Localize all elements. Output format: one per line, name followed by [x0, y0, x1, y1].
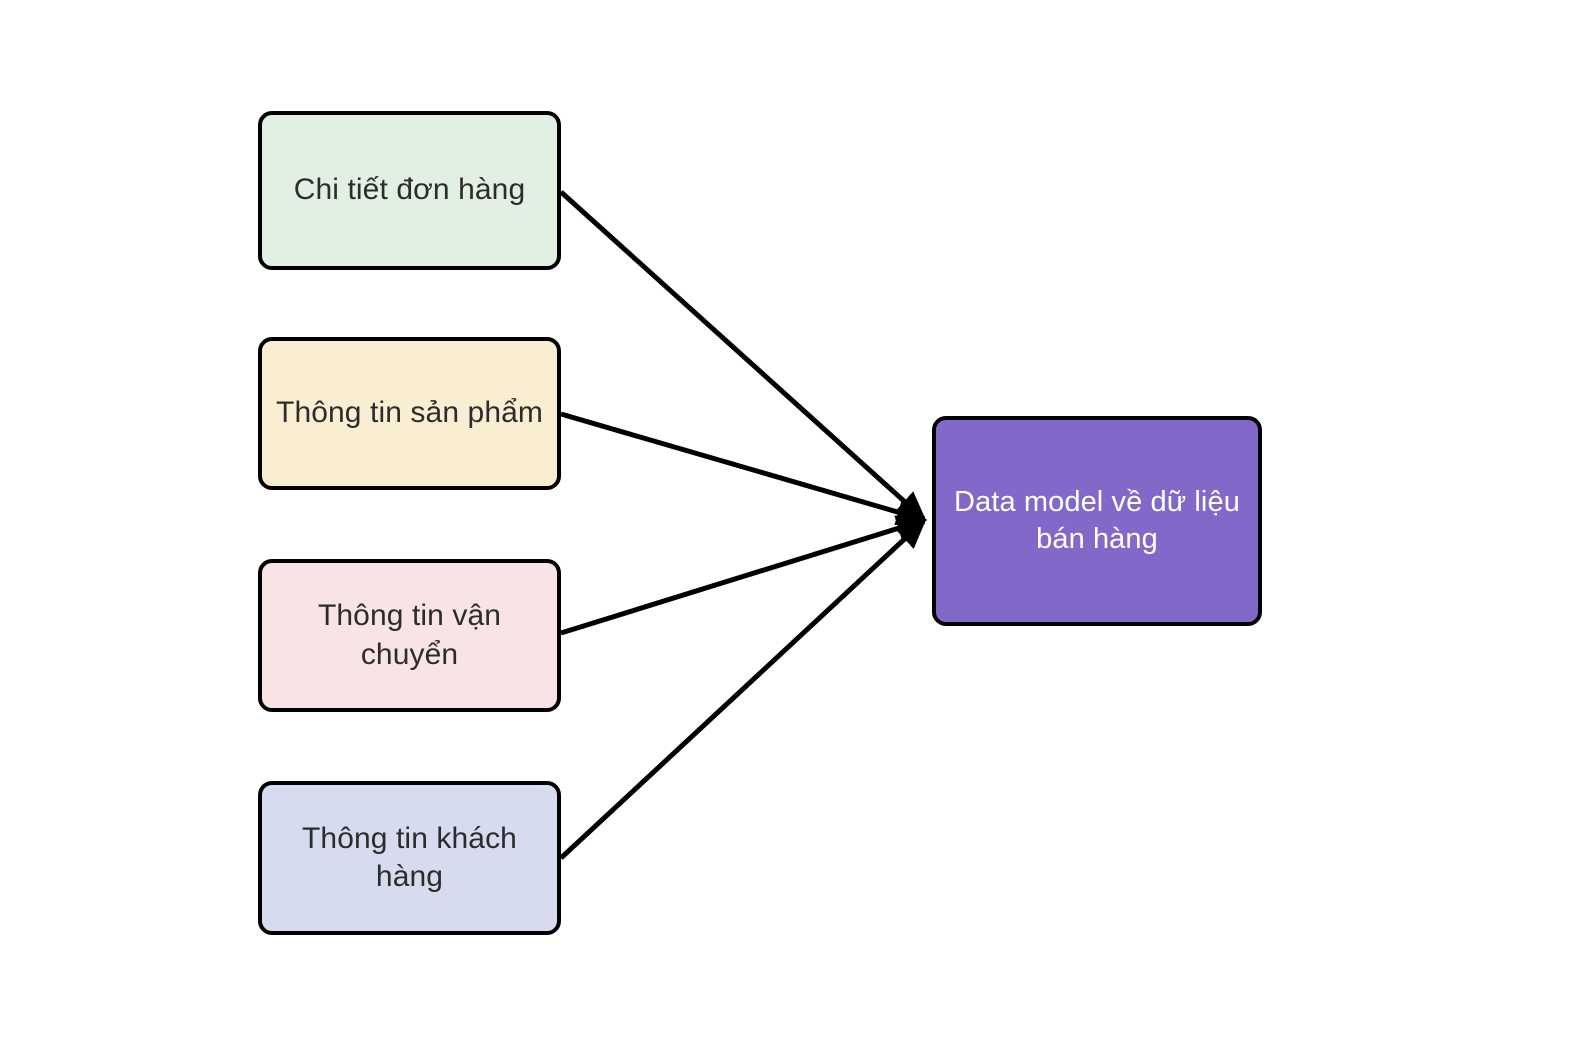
node-sales-data-model[interactable]: Data model về dữ liệu bán hàng: [932, 416, 1262, 626]
edge-product-info-to-sales-data-model: [560, 411, 927, 526]
node-sales-data-model-label: Data model về dữ liệu bán hàng: [954, 485, 1240, 555]
node-product-info-label: Thông tin sản phẩm: [276, 396, 543, 430]
node-customer-info[interactable]: Thông tin khách hàng: [258, 781, 561, 935]
node-shipping-info[interactable]: Thông tin vận chuyển: [258, 559, 561, 712]
edge-group: [559, 190, 927, 860]
node-order-details-label: Chi tiết đơn hàng: [293, 173, 526, 207]
edge-shipping-info-to-sales-data-model: [560, 515, 927, 636]
edge-customer-info-to-sales-data-model: [559, 518, 927, 860]
node-order-details[interactable]: Chi tiết đơn hàng: [258, 111, 561, 270]
node-product-info[interactable]: Thông tin sản phẩm: [258, 337, 561, 490]
node-shipping-info-label: Thông tin vận chuyển: [317, 599, 502, 671]
edge-order-details-to-sales-data-model: [559, 190, 927, 522]
node-customer-info-label: Thông tin khách hàng: [302, 821, 517, 893]
